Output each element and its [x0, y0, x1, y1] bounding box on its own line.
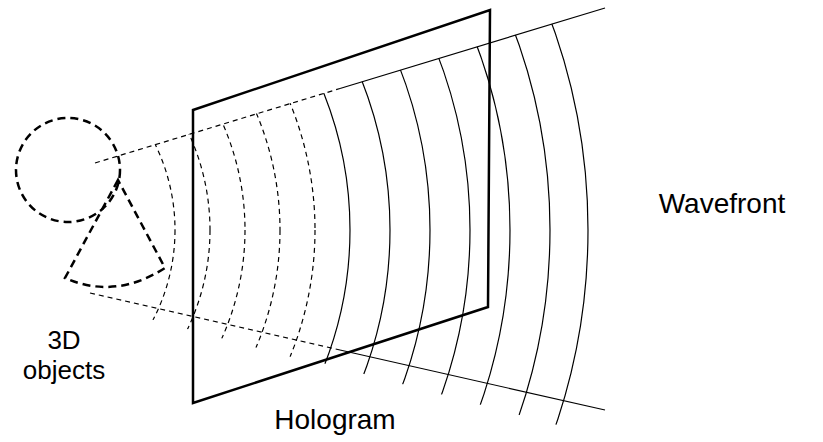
wavefront-arc [0, 0, 390, 442]
wavefront-arc [0, 0, 315, 442]
wavefront-arc [0, 0, 550, 442]
wavefront-arc [0, 0, 210, 442]
ray-lines [90, 8, 605, 410]
wavefront-arc [0, 0, 245, 442]
wavefront-arc [0, 0, 510, 442]
virtual-wavefronts [0, 0, 315, 442]
wavefront-arc [0, 35, 175, 425]
object-label: 3D objects [4, 326, 124, 386]
wavefront-arc [0, 0, 470, 442]
wavefronts [0, 0, 588, 442]
wavefront-label: Wavefront [627, 188, 817, 220]
hologram-label: Hologram [235, 404, 435, 436]
object-cone [65, 180, 165, 287]
wavefront-arc [0, 0, 430, 442]
wavefront-arc [0, 0, 350, 442]
wavefront-arc [0, 0, 280, 442]
hologram-plate [193, 10, 490, 403]
wavefront-arc [0, 0, 588, 442]
